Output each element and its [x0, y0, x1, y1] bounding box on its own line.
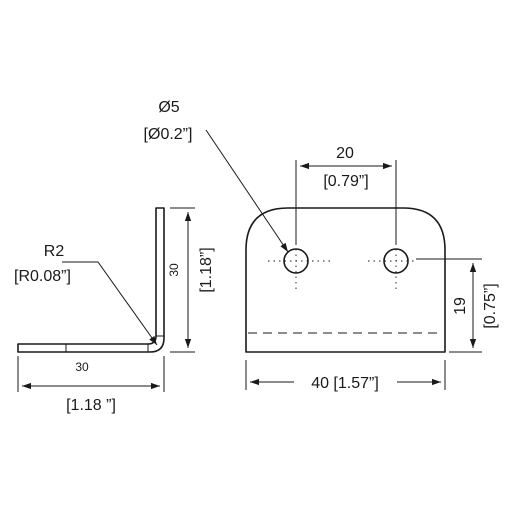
leg-horizontal-mm: 30: [75, 360, 89, 374]
leg-horizontal-inch: [1.18 ”]: [66, 397, 116, 414]
plate-width-label: 40 [1.57”]: [311, 375, 379, 392]
hole-diameter-inch: [Ø0.2”]: [144, 126, 193, 143]
hole-spacing-dimension: 20 [0.79”]: [295, 145, 397, 244]
leg-vertical-dimension: 30 [1.18”]: [167, 207, 215, 353]
hole-spacing-inch: [0.79”]: [323, 173, 368, 190]
bend-radius-mm: R2: [44, 243, 65, 260]
hole-diameter-callout: Ø5 [Ø0.2”]: [144, 99, 289, 253]
leg-vertical-inch: [1.18”]: [198, 247, 215, 292]
leg-vertical-mm: 30: [167, 263, 181, 277]
hole-diameter-mm: Ø5: [158, 99, 179, 116]
plate-width-dimension: 40 [1.57”]: [245, 360, 446, 392]
hole-height-dimension: 19 [0.75”]: [416, 258, 499, 353]
hole-height-mm: 19: [452, 297, 469, 315]
hole-spacing-mm: 20: [336, 145, 354, 162]
leg-horizontal-dimension: 30 [1.18 ”]: [17, 356, 165, 414]
bend-radius-inch: [R0.08”]: [14, 268, 71, 285]
bend-radius-callout: R2 [R0.08”]: [14, 243, 158, 346]
plate-outline: [245, 207, 446, 353]
front-view: [245, 207, 446, 353]
hole-height-inch: [0.75”]: [482, 283, 499, 328]
